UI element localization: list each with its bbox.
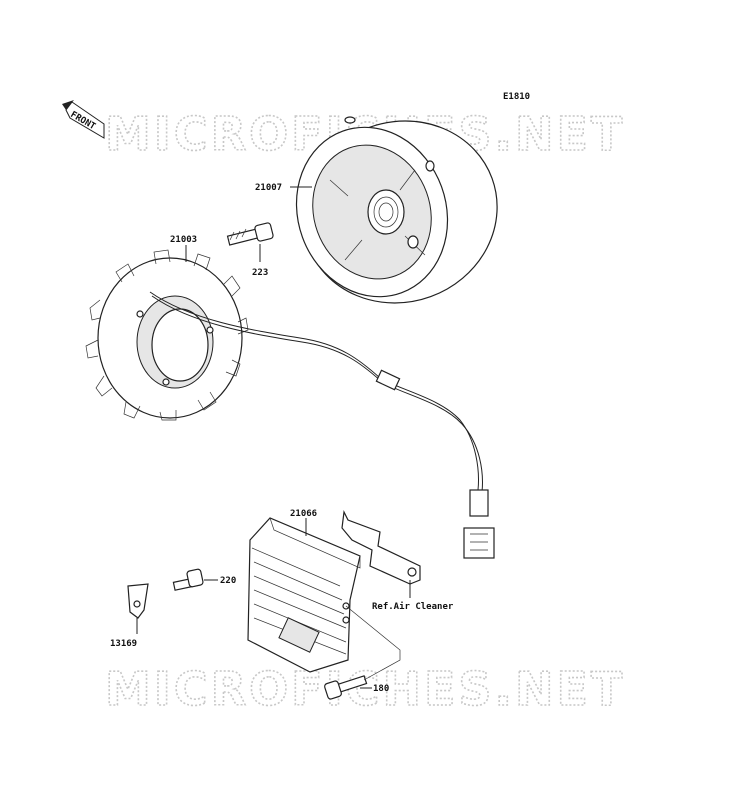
watermark-bottom: MICROFICHES.NET (105, 662, 625, 716)
stator-coil-part (85, 249, 249, 421)
regulator-rectifier-part (247, 517, 361, 673)
wire-connector-part (375, 369, 495, 559)
bracket-13169-part (127, 583, 149, 619)
bolt-223-part (226, 222, 274, 246)
part-label-220: 220 (220, 576, 236, 586)
diagram-code: E1810 (503, 92, 530, 102)
part-label-223: 223 (252, 268, 268, 278)
reference-air-cleaner: Ref.Air Cleaner (372, 601, 454, 612)
bolt-180-part (324, 675, 368, 700)
bolt-220-part (172, 568, 204, 591)
part-label-21066: 21066 (290, 509, 317, 519)
part-label-21007: 21007 (255, 183, 282, 193)
front-arrow-icon: FRONT (62, 100, 105, 139)
part-label-13169: 13169 (110, 639, 137, 649)
flywheel-rotor-part (295, 116, 498, 304)
part-label-21003: 21003 (170, 235, 197, 245)
air-cleaner-bracket-part (341, 509, 421, 585)
part-label-180: 180 (373, 684, 389, 694)
